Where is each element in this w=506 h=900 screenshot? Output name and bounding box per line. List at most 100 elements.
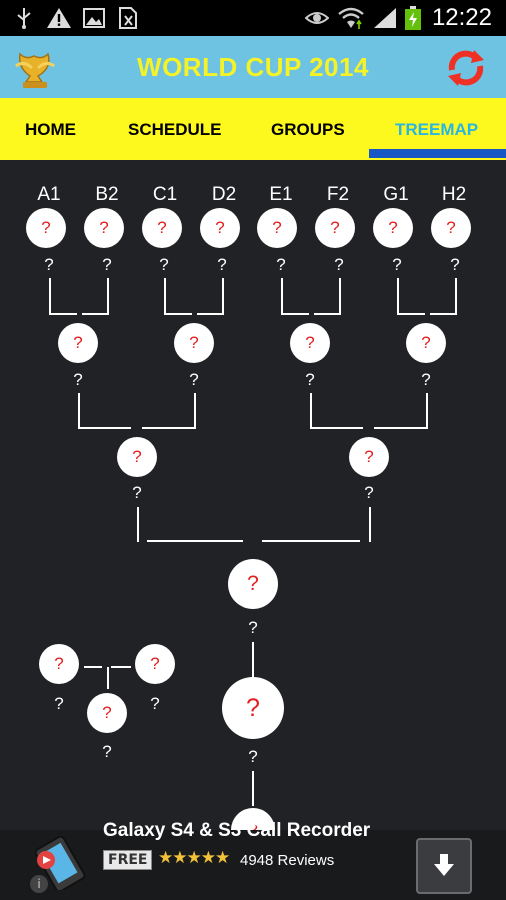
bracket-line	[374, 427, 428, 429]
team-label: B2	[95, 184, 119, 205]
result-mark: ?	[248, 618, 258, 637]
result-mark: ?	[217, 255, 227, 274]
phone-app-icon	[34, 836, 86, 890]
bracket-line	[142, 427, 196, 429]
team-label: E1	[269, 184, 293, 205]
excel-file-icon	[119, 7, 137, 29]
bracket-line	[147, 540, 243, 542]
bracket-line	[455, 278, 457, 314]
ad-reviews: 4948 Reviews	[240, 852, 335, 869]
bracket-line	[78, 427, 131, 429]
download-arrow-icon	[434, 854, 454, 876]
match-ball-r16[interactable]: ?	[26, 208, 66, 248]
ad-price-badge: FREE	[103, 850, 153, 870]
match-ball-r16[interactable]: ?	[315, 208, 355, 248]
bracket-line	[111, 666, 131, 668]
match-ball-sf[interactable]: ?	[117, 437, 157, 477]
match-ball-final[interactable]: ?	[222, 677, 284, 739]
match-ball-sf[interactable]: ?	[349, 437, 389, 477]
match-ball-r16[interactable]: ?	[373, 208, 413, 248]
result-mark: ?	[392, 255, 402, 274]
tab-schedule[interactable]: SCHEDULE	[128, 120, 222, 139]
bracket-line	[281, 313, 309, 315]
team-label: H2	[441, 184, 467, 205]
match-ball-r16[interactable]: ?	[257, 208, 297, 248]
status-bar: 12:22	[0, 0, 506, 36]
signal-icon	[374, 8, 396, 28]
result-mark: ?	[54, 694, 64, 713]
result-mark: ?	[450, 255, 460, 274]
bracket-line	[137, 507, 139, 542]
bracket-line	[369, 507, 371, 542]
status-time: 12:22	[431, 4, 492, 31]
bracket-line	[82, 313, 109, 315]
tab-groups[interactable]: GROUPS	[271, 120, 345, 139]
result-mark: ?	[189, 370, 199, 389]
trophy-logo-icon[interactable]	[14, 46, 56, 90]
match-ball-third-place[interactable]: ?	[135, 644, 175, 684]
wifi-icon	[338, 7, 364, 29]
result-mark: ?	[305, 370, 315, 389]
bracket-line	[397, 313, 425, 315]
bracket-line	[262, 540, 360, 542]
match-ball-r16[interactable]: ?	[431, 208, 471, 248]
bracket-line	[252, 642, 254, 678]
match-ball-qf[interactable]: ?	[290, 323, 330, 363]
result-mark: ?	[102, 742, 112, 761]
bracket-line	[339, 278, 341, 314]
result-mark: ?	[102, 255, 112, 274]
result-mark: ?	[132, 483, 142, 502]
bracket-line	[49, 278, 51, 314]
bracket-line	[164, 278, 166, 314]
tab-treemap[interactable]: TREEMAP	[395, 120, 479, 139]
app-title: WORLD CUP 2014	[137, 52, 369, 82]
bracket-line	[430, 313, 457, 315]
team-label: D2	[211, 184, 237, 205]
eye-icon	[305, 12, 329, 24]
battery-charging-icon	[405, 6, 421, 30]
match-ball-third-place[interactable]: ?	[39, 644, 79, 684]
result-mark: ?	[276, 255, 286, 274]
match-ball-qf[interactable]: ?	[58, 323, 98, 363]
ad-banner[interactable]: Galaxy S4 & S3 Call Recorder FREE ★★★★★ …	[0, 820, 506, 900]
match-ball-qf[interactable]: ?	[174, 323, 214, 363]
bracket-line	[107, 667, 109, 689]
usb-icon	[17, 8, 31, 29]
result-mark: ?	[421, 370, 431, 389]
treemap-bracket: A1 B2 C1 D2 E1 F2 G1 H2 ? ? ? ? ? ? ? ? …	[0, 160, 506, 852]
match-ball-r16[interactable]: ?	[142, 208, 182, 248]
bracket-line	[314, 313, 341, 315]
gallery-icon	[83, 8, 105, 28]
tab-home[interactable]: HOME	[25, 120, 76, 139]
result-mark: ?	[44, 255, 54, 274]
bracket-line	[252, 771, 254, 806]
team-label: G1	[383, 184, 409, 205]
ad-title: Galaxy S4 & S3 Call Recorder	[103, 820, 371, 841]
match-ball-r16[interactable]: ?	[200, 208, 240, 248]
ad-info-icon[interactable]: i	[30, 875, 48, 893]
team-label: C1	[152, 184, 178, 205]
result-mark: ?	[73, 370, 83, 389]
bracket-line	[310, 427, 363, 429]
match-ball-qf[interactable]: ?	[406, 323, 446, 363]
team-label: A1	[37, 184, 61, 205]
result-mark: ?	[248, 747, 258, 766]
download-button[interactable]	[416, 838, 472, 894]
result-mark: ?	[159, 255, 169, 274]
team-label: F2	[326, 184, 350, 205]
active-tab-indicator	[369, 149, 506, 158]
refresh-icon[interactable]	[444, 48, 488, 88]
bracket-line	[197, 313, 224, 315]
bracket-line	[164, 313, 192, 315]
match-ball-r16[interactable]: ?	[84, 208, 124, 248]
match-ball-third-place-winner[interactable]: ?	[87, 693, 127, 733]
result-mark: ?	[150, 694, 160, 713]
bracket-line	[426, 393, 428, 429]
bracket-line	[281, 278, 283, 314]
bracket-line	[397, 278, 399, 314]
result-mark: ?	[334, 255, 344, 274]
bracket-line	[107, 278, 109, 314]
match-ball-final-winner[interactable]: ?	[228, 559, 278, 609]
app-header: WORLD CUP 2014	[0, 36, 506, 98]
bracket-line	[78, 393, 80, 429]
